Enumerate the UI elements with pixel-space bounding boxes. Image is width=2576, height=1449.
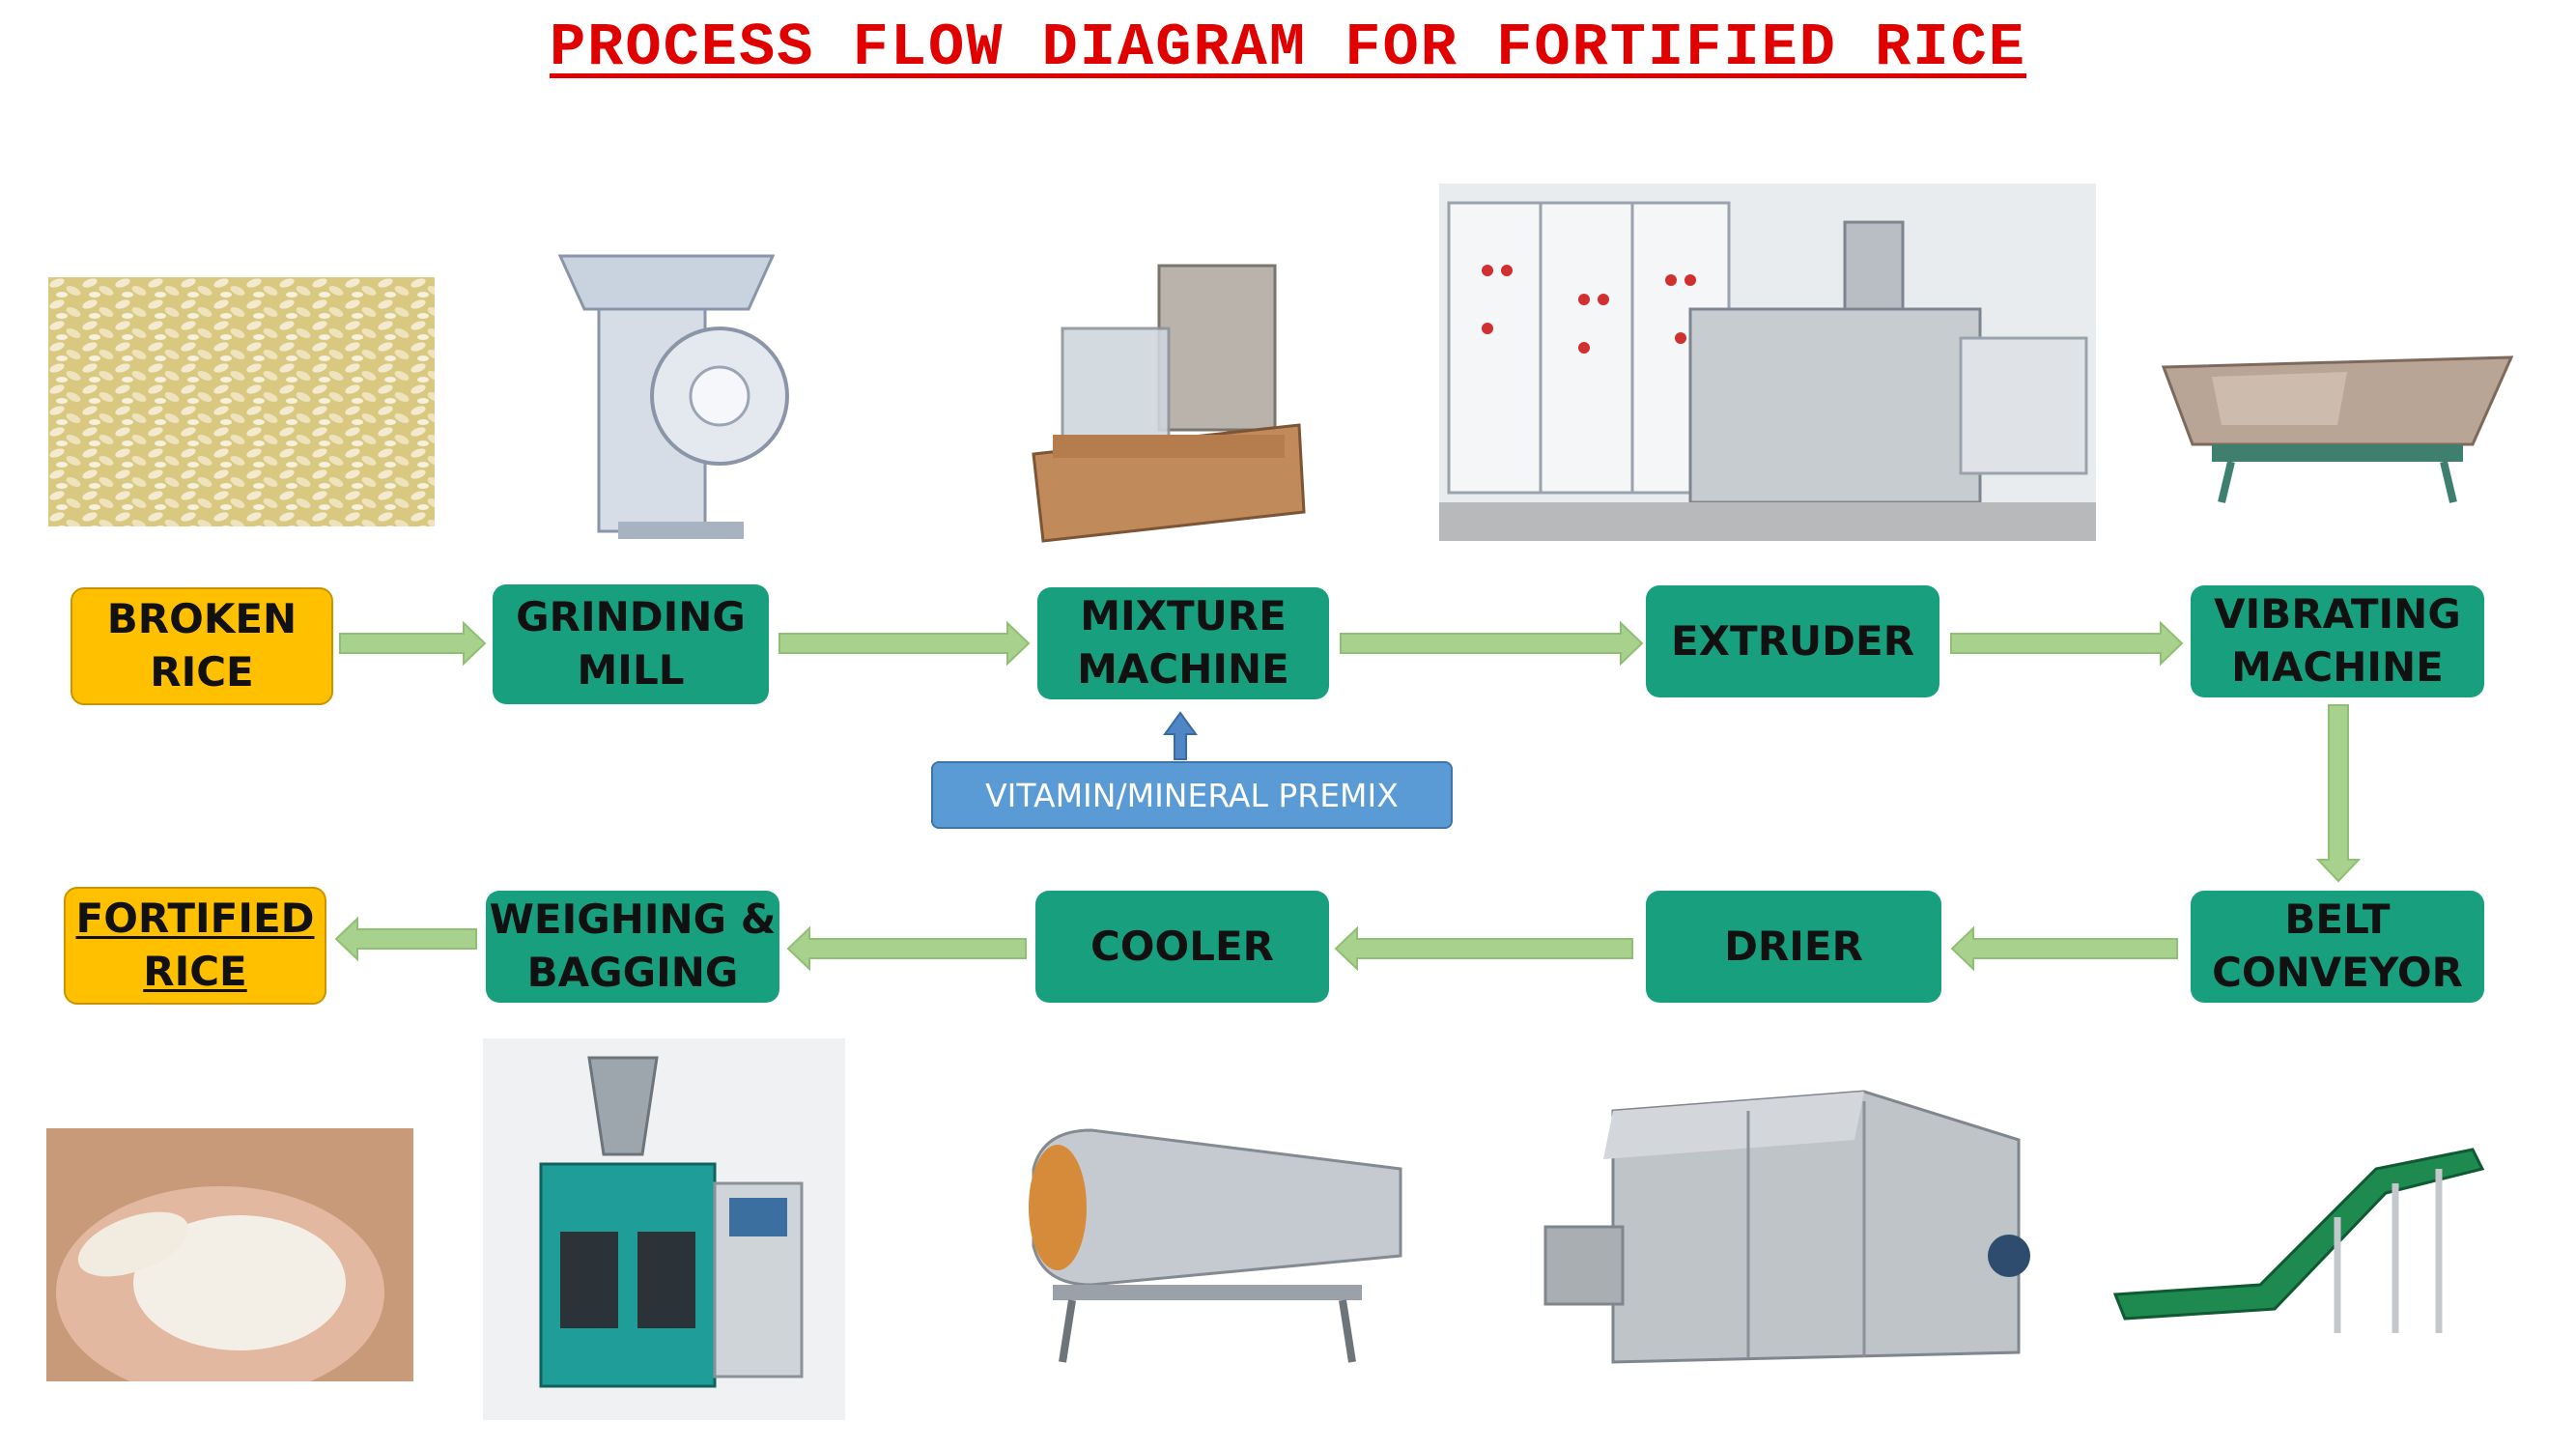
arrow-vibrating-machine-to-belt-conveyor (2315, 704, 2362, 883)
step-grinding-mill: GRINDING MILL (493, 584, 769, 704)
arrow-extruder-to-vibrating-machine (1950, 620, 2184, 667)
step-label: COOLER (1090, 922, 1275, 970)
arrow-cooler-to-weighing-bagging (786, 925, 1027, 972)
step-extruder: EXTRUDER (1646, 585, 1939, 697)
broken-rice-photo (48, 277, 435, 526)
step-fortified-rice: FORTIFIED RICE (64, 887, 326, 1005)
step-label: BELT CONVEYOR (2212, 895, 2463, 996)
step-drier: DRIER (1646, 891, 1941, 1003)
step-vibrating-machine: VIBRATING MACHINE (2191, 585, 2484, 697)
arrow-belt-conveyor-to-drier (1950, 925, 2178, 972)
arrow-broken-rice-to-grinding-mill (339, 620, 487, 667)
step-label: DRIER (1724, 922, 1863, 970)
arrow-mixture-machine-to-extruder (1340, 620, 1644, 667)
arrow-grinding-mill-to-mixture-machine (778, 620, 1031, 667)
belt-conveyor-photo (2106, 1140, 2492, 1343)
premix-label: VITAMIN/MINERAL PREMIX (985, 776, 1399, 814)
weighing-bagging-machine-photo (483, 1038, 845, 1420)
premix-input-box: VITAMIN/MINERAL PREMIX (931, 761, 1453, 829)
arrow-premix-to-mixture-machine (1163, 711, 1198, 760)
step-weighing-bagging: WEIGHING & BAGGING (486, 891, 779, 1003)
step-label: VIBRATING MACHINE (2214, 590, 2461, 691)
arrow-weighing-bagging-to-fortified-rice (334, 916, 477, 962)
extruder-photo (1439, 184, 2096, 541)
step-broken-rice: BROKEN RICE (71, 587, 333, 705)
step-label: WEIGHING & BAGGING (489, 895, 777, 996)
vibrating-machine-photo (2154, 338, 2521, 512)
step-cooler: COOLER (1035, 891, 1329, 1003)
step-label: MIXTURE MACHINE (1077, 592, 1289, 693)
step-label: FORTIFIED RICE (75, 895, 315, 995)
step-belt-conveyor: BELT CONVEYOR (2191, 891, 2484, 1003)
mixture-machine-photo (1024, 261, 1314, 551)
step-label: BROKEN RICE (106, 595, 297, 696)
step-label: EXTRUDER (1670, 616, 1915, 665)
grinding-mill-photo (541, 251, 831, 551)
step-label: GRINDING MILL (516, 593, 746, 694)
cooler-photo (1014, 1111, 1420, 1381)
step-mixture-machine: MIXTURE MACHINE (1037, 587, 1329, 699)
drier-photo (1536, 1082, 2038, 1381)
arrow-drier-to-cooler (1334, 925, 1633, 972)
fortified-rice-photo (46, 1128, 413, 1381)
page-title: PROCESS FLOW DIAGRAM FOR FORTIFIED RICE (549, 14, 2027, 82)
